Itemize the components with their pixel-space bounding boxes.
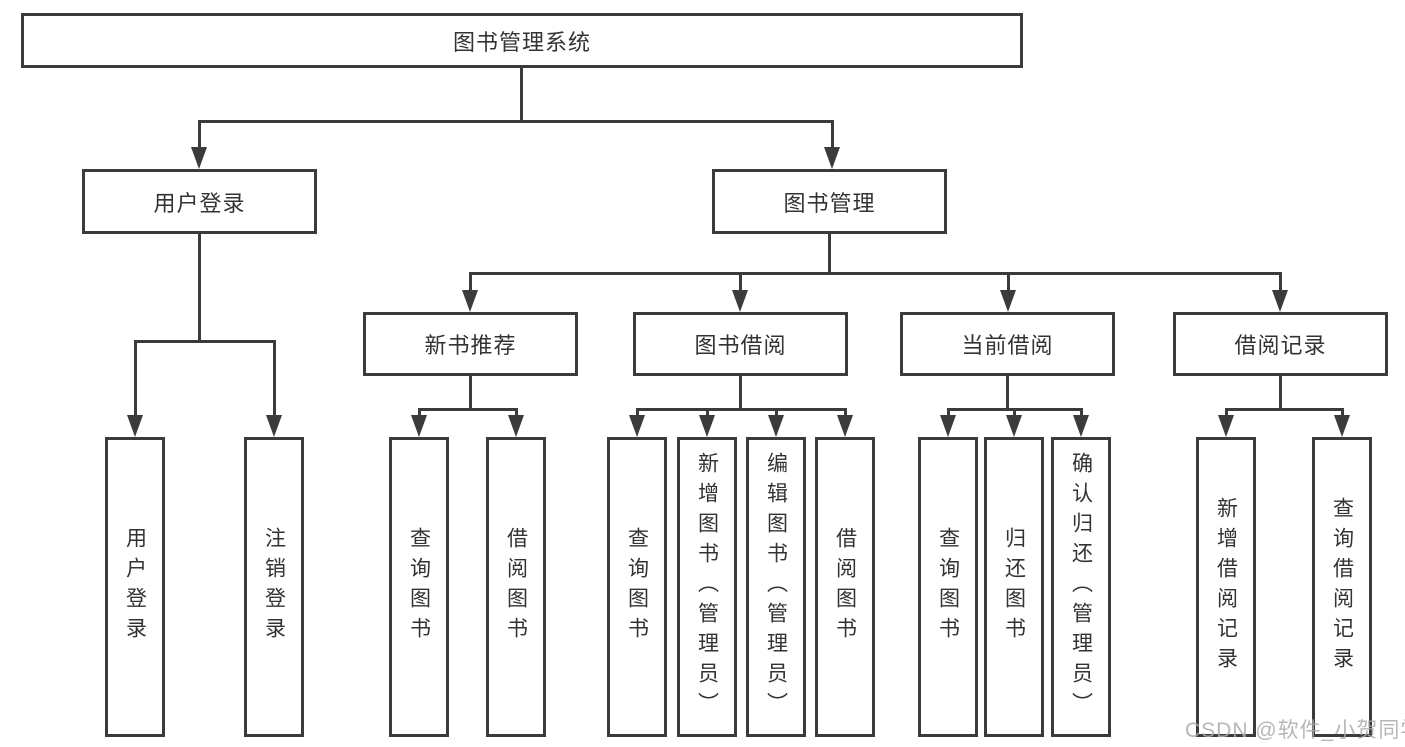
connector-g5-stem-2 <box>1341 408 1344 415</box>
connector-g4-stem-3 <box>1080 408 1083 415</box>
connector-l3-stem-2 <box>739 272 742 290</box>
arrowhead-new-book-recommend <box>462 290 478 312</box>
connector-g3-stem-3 <box>775 408 778 415</box>
connector-g3-bar <box>636 408 847 411</box>
node-borrow-records: 借阅记录 <box>1173 312 1388 376</box>
connector-g2-bar <box>418 408 518 411</box>
arrowhead-leaf-user-login <box>127 415 143 437</box>
connector-g1-stem-2 <box>273 340 276 415</box>
arrowhead-borrow-add <box>699 415 715 437</box>
arrowhead-leaf-logout <box>266 415 282 437</box>
leaf-records-add: 新增借阅记录 <box>1196 437 1256 737</box>
arrowhead-borrow-query <box>629 415 645 437</box>
watermark: CSDN @软件_小贺同学 <box>1185 719 1405 742</box>
node-book-borrow: 图书借阅 <box>633 312 848 376</box>
connector-l3-stem-4 <box>1279 272 1282 290</box>
node-current-borrow: 当前借阅 <box>900 312 1115 376</box>
connector-g3-stem-1 <box>636 408 639 415</box>
connector-records-stem <box>1279 376 1282 408</box>
connector-g4-stem-1 <box>947 408 950 415</box>
connector-currentborrow-stem <box>1006 376 1009 408</box>
arrowhead-newbook-borrow <box>508 415 524 437</box>
connector-bookborrow-stem <box>739 376 742 408</box>
leaf-current-query: 查询图书 <box>918 437 978 737</box>
connector-l3-stem-3 <box>1007 272 1010 290</box>
node-book-management: 图书管理 <box>712 169 947 234</box>
connector-g2-stem-2 <box>515 408 518 415</box>
connector-g2-stem-1 <box>418 408 421 415</box>
connector-g1-bar <box>134 340 276 343</box>
connector-g4-stem-2 <box>1013 408 1016 415</box>
arrowhead-borrow-records <box>1272 290 1288 312</box>
leaf-logout: 注销登录 <box>244 437 304 737</box>
arrowhead-current-query <box>940 415 956 437</box>
arrowhead-borrow-book <box>837 415 853 437</box>
connector-g1-stem-1 <box>134 340 137 415</box>
connector-g3-stem-2 <box>706 408 709 415</box>
leaf-borrow-edit-admin: 编辑图书（管理员） <box>746 437 806 737</box>
leaf-current-return: 归还图书 <box>984 437 1044 737</box>
node-root: 图书管理系统 <box>21 13 1023 68</box>
arrowhead-borrow-edit <box>768 415 784 437</box>
connector-g5-stem-1 <box>1225 408 1228 415</box>
arrowhead-records-add <box>1218 415 1234 437</box>
leaf-borrow-query: 查询图书 <box>607 437 667 737</box>
leaf-borrow-add-admin: 新增图书（管理员） <box>677 437 737 737</box>
connector-l2-stem-left <box>198 120 201 147</box>
connector-g3-stem-4 <box>844 408 847 415</box>
leaf-user-login: 用户登录 <box>105 437 165 737</box>
connector-root-stem <box>520 68 523 120</box>
arrowhead-current-confirm <box>1073 415 1089 437</box>
arrowhead-newbook-query <box>411 415 427 437</box>
connector-l3-stem-1 <box>469 272 472 290</box>
connector-l2-stem-right <box>831 120 834 147</box>
arrowhead-book-borrow <box>732 290 748 312</box>
arrowhead-current-return <box>1006 415 1022 437</box>
leaf-records-query: 查询借阅记录 <box>1312 437 1372 737</box>
arrowhead-current-borrow <box>1000 290 1016 312</box>
arrowhead-user-login <box>191 147 207 169</box>
connector-g5-bar <box>1225 408 1344 411</box>
connector-bookmgmt-stem <box>828 234 831 272</box>
leaf-borrow-book: 借阅图书 <box>815 437 875 737</box>
node-new-book-recommend: 新书推荐 <box>363 312 578 376</box>
arrowhead-records-query <box>1334 415 1350 437</box>
connector-newbook-stem <box>469 376 472 408</box>
leaf-newbook-query: 查询图书 <box>389 437 449 737</box>
connector-l3-bar <box>469 272 1282 275</box>
leaf-newbook-borrow: 借阅图书 <box>486 437 546 737</box>
leaf-current-confirm-return-admin: 确认归还（管理员） <box>1051 437 1111 737</box>
node-user-login: 用户登录 <box>82 169 317 234</box>
arrowhead-book-management <box>824 147 840 169</box>
connector-userlogin-stem <box>198 234 201 340</box>
connector-l2-bar <box>198 120 834 123</box>
